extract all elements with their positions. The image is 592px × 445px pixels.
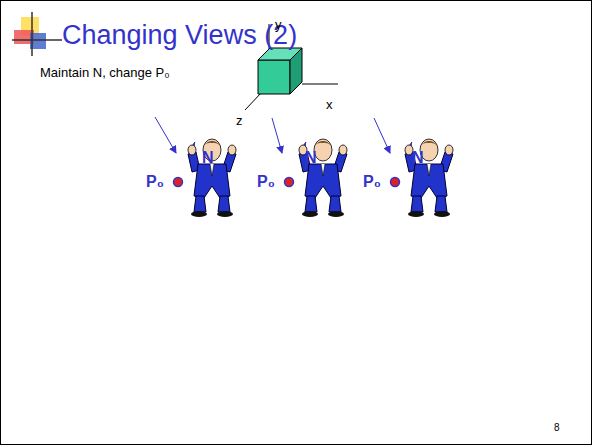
axis-label: y: [275, 18, 282, 31]
slide-title: Changing Views (2): [62, 22, 297, 49]
point-label: P₀: [146, 174, 164, 190]
point-label: P₀: [363, 174, 381, 190]
point-label: P₀: [257, 174, 275, 190]
vector-label: N: [305, 150, 317, 166]
vector-label: N: [202, 150, 214, 166]
subtitle: Maintain N, change P₀: [40, 66, 170, 79]
page-number: 8: [554, 423, 560, 433]
axis-label: z: [236, 114, 243, 127]
vector-label: N: [412, 150, 424, 166]
axis-label: x: [326, 98, 333, 111]
